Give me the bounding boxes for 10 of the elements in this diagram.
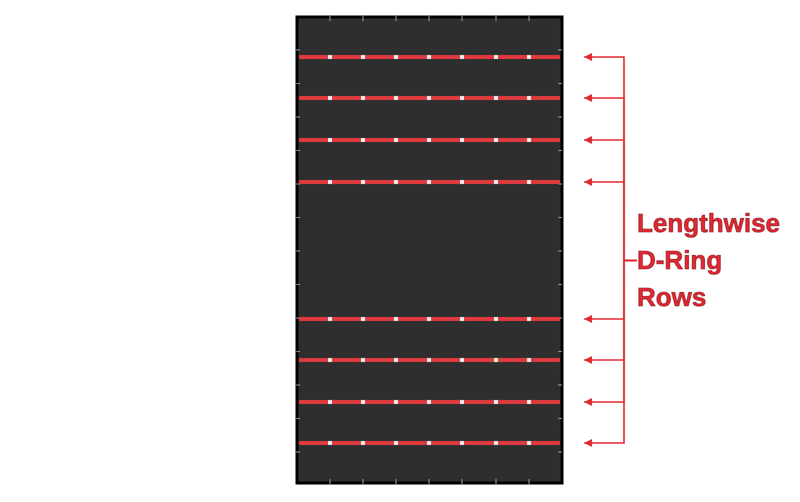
- label-text: Lengthwise D-Ring Rows: [637, 205, 787, 316]
- leader-arrow: [584, 260, 637, 447]
- d-ring-row: [299, 317, 560, 321]
- d-ring-row: [299, 55, 560, 59]
- d-ring-row: [299, 138, 560, 142]
- d-ring-row: [299, 96, 560, 100]
- d-ring-row: [299, 400, 560, 404]
- d-ring-row: [299, 180, 560, 184]
- d-ring-row: [299, 358, 560, 362]
- d-ring-row: [299, 441, 560, 445]
